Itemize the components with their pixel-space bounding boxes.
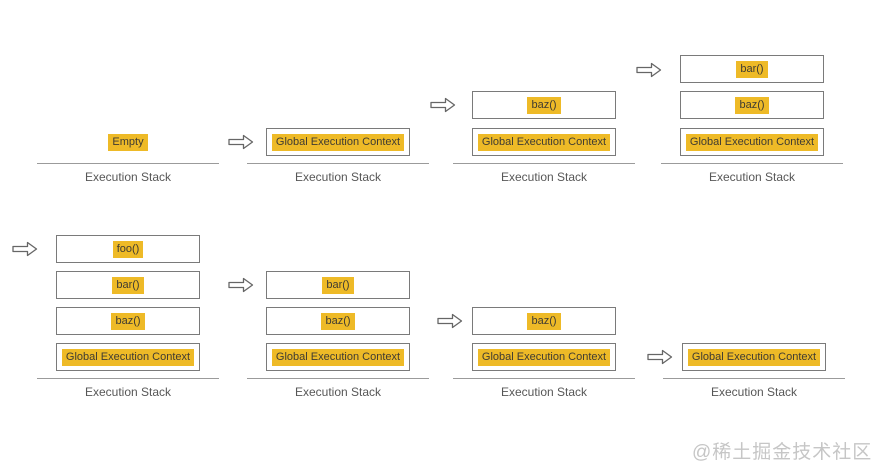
watermark-text: @稀土掘金技术社区	[692, 442, 873, 463]
stack-frame-baz: baz()	[472, 91, 616, 119]
stack-frame-text: baz()	[527, 312, 561, 330]
stack-frame-text: Global Execution Context	[685, 133, 819, 151]
stack-baseline	[663, 378, 845, 379]
stack-frame-baz: baz()	[56, 307, 200, 335]
stack-label: Execution Stack	[500, 385, 588, 399]
stack-frame-text: baz()	[111, 312, 145, 330]
stack-frame-bar: bar()	[680, 55, 824, 83]
stack-frame-global: Global Execution Context	[472, 343, 616, 371]
stack-frame-baz: baz()	[266, 307, 410, 335]
right-arrow-icon	[636, 62, 662, 78]
stack-baseline	[661, 163, 843, 164]
stack-label: Execution Stack	[84, 385, 172, 399]
stack-frame-global: Global Execution Context	[472, 128, 616, 156]
stack-label: Execution Stack	[500, 170, 588, 184]
stack-frame-global: Global Execution Context	[56, 343, 200, 371]
stack-frame-text: Global Execution Context	[477, 348, 611, 366]
stack-frame-text: Global Execution Context	[687, 348, 821, 366]
right-arrow-icon	[228, 277, 254, 293]
stack-frame-text: baz()	[735, 96, 769, 114]
stack-frame-foo: foo()	[56, 235, 200, 263]
stack-frame-text: Global Execution Context	[271, 133, 405, 151]
stack-frame-baz: baz()	[472, 307, 616, 335]
right-arrow-icon	[430, 97, 456, 113]
right-arrow-icon	[647, 349, 673, 365]
stack-frame-text: foo()	[112, 240, 144, 258]
stack-baseline	[37, 378, 219, 379]
stack-label: Execution Stack	[84, 170, 172, 184]
stack-frame-bar: bar()	[266, 271, 410, 299]
stack-frame-empty: Empty	[56, 128, 200, 156]
stack-frame-baz: baz()	[680, 91, 824, 119]
stack-frame-global: Global Execution Context	[266, 343, 410, 371]
stack-baseline	[453, 378, 635, 379]
stack-frame-text: Global Execution Context	[271, 348, 405, 366]
stack-label: Execution Stack	[294, 170, 382, 184]
stack-frame-text: Global Execution Context	[477, 133, 611, 151]
stack-baseline	[453, 163, 635, 164]
stack-frame-text: baz()	[527, 96, 561, 114]
stack-frame-text: Empty	[108, 133, 148, 151]
right-arrow-icon	[437, 313, 463, 329]
stack-frame-global: Global Execution Context	[682, 343, 826, 371]
stack-frame-text: bar()	[112, 276, 144, 294]
right-arrow-icon	[12, 241, 38, 257]
stack-baseline	[247, 378, 429, 379]
stack-baseline	[37, 163, 219, 164]
stack-frame-bar: bar()	[56, 271, 200, 299]
stack-baseline	[247, 163, 429, 164]
stack-frame-text: Global Execution Context	[61, 348, 195, 366]
stack-frame-text: bar()	[736, 60, 768, 78]
right-arrow-icon	[228, 134, 254, 150]
stack-label: Execution Stack	[294, 385, 382, 399]
stack-frame-global: Global Execution Context	[266, 128, 410, 156]
stack-label: Execution Stack	[708, 170, 796, 184]
stack-label: Execution Stack	[710, 385, 798, 399]
stack-frame-global: Global Execution Context	[680, 128, 824, 156]
stack-frame-text: bar()	[322, 276, 354, 294]
stack-frame-text: baz()	[321, 312, 355, 330]
